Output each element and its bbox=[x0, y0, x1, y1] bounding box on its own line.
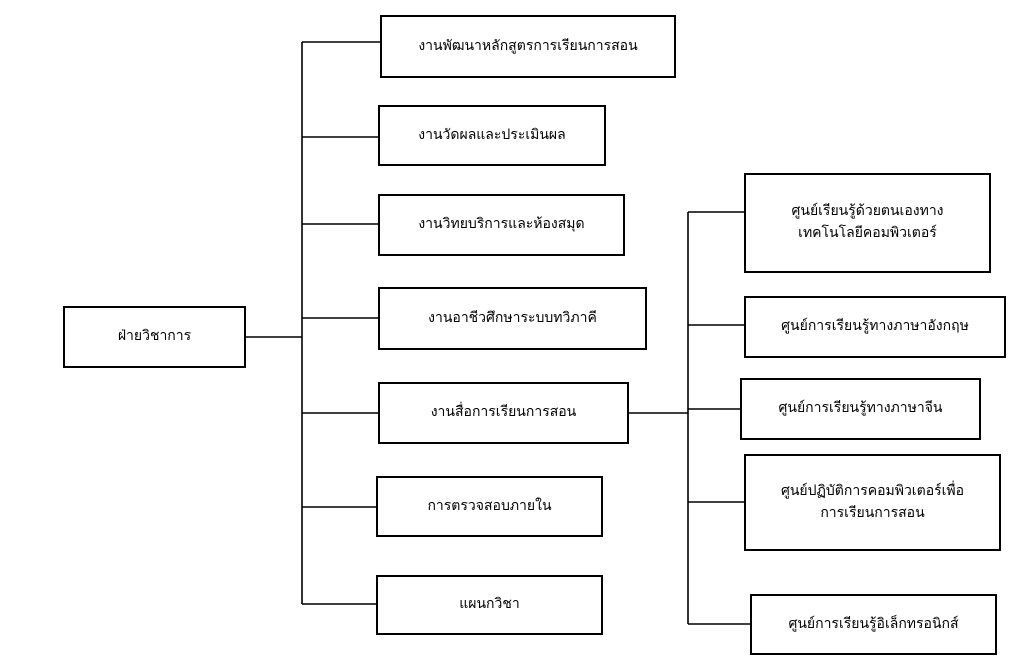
branch-node-label: งานวัดผลและประเมินผล bbox=[418, 126, 566, 143]
sub-node-label-line: การเรียนการสอน bbox=[820, 504, 925, 521]
sub-node-label-line: ศูนย์เรียนรู้ด้วยตนเองทาง bbox=[791, 203, 944, 220]
branch-node-label: งานวิทยบริการและห้องสมุด bbox=[418, 216, 585, 233]
root-node-academic-division: ฝ่ายวิชาการ bbox=[63, 306, 246, 368]
sub-node-label: ศูนย์การเรียนรู้ทางภาษาอังกฤษ bbox=[781, 318, 969, 335]
branch-node-label: งานอาชีวศึกษาระบบทวิภาคี bbox=[428, 309, 597, 326]
root-node-label: ฝ่ายวิชาการ bbox=[117, 328, 192, 345]
branch-node-measurement-evaluation: งานวัดผลและประเมินผล bbox=[378, 105, 606, 166]
sub-node-chinese-learning-center: ศูนย์การเรียนรู้ทางภาษาจีน bbox=[740, 378, 981, 440]
branch-node-dual-vocational-education: งานอาชีวศึกษาระบบทวิภาคี bbox=[378, 287, 647, 350]
branch-node-internal-audit: การตรวจสอบภายใน bbox=[376, 476, 603, 537]
branch-node-label: งานสื่อการเรียนการสอน bbox=[430, 404, 577, 421]
branch-node-curriculum-development: งานพัฒนาหลักสูตรการเรียนการสอน bbox=[380, 15, 676, 78]
sub-node-computer-lab-center: ศูนย์ปฏิบัติการคอมพิวเตอร์เพื่อ การเรียน… bbox=[744, 454, 1001, 551]
sub-node-self-learning-computer-center: ศูนย์เรียนรู้ด้วยตนเองทาง เทคโนโลยีคอมพิ… bbox=[744, 173, 991, 273]
branch-node-label: การตรวจสอบภายใน bbox=[427, 497, 552, 514]
branch-node-departments: แผนกวิชา bbox=[376, 575, 603, 635]
branch-node-label: แผนกวิชา bbox=[459, 596, 520, 613]
sub-node-label-line: เทคโนโลยีคอมพิวเตอร์ bbox=[798, 225, 937, 241]
branch-node-label: งานพัฒนาหลักสูตรการเรียนการสอน bbox=[418, 37, 638, 54]
sub-node-electronic-learning-center: ศูนย์การเรียนรู้อิเล็กทรอนิกส์ bbox=[750, 594, 997, 655]
branch-node-instructional-media: งานสื่อการเรียนการสอน bbox=[378, 382, 629, 444]
sub-node-label: ศูนย์การเรียนรู้อิเล็กทรอนิกส์ bbox=[788, 615, 959, 632]
branch-node-library-services: งานวิทยบริการและห้องสมุด bbox=[378, 194, 625, 256]
sub-node-english-learning-center: ศูนย์การเรียนรู้ทางภาษาอังกฤษ bbox=[744, 296, 1006, 358]
sub-node-label: ศูนย์การเรียนรู้ทางภาษาจีน bbox=[778, 400, 943, 417]
sub-node-label-line: ศูนย์ปฏิบัติการคอมพิวเตอร์เพื่อ bbox=[780, 482, 965, 499]
